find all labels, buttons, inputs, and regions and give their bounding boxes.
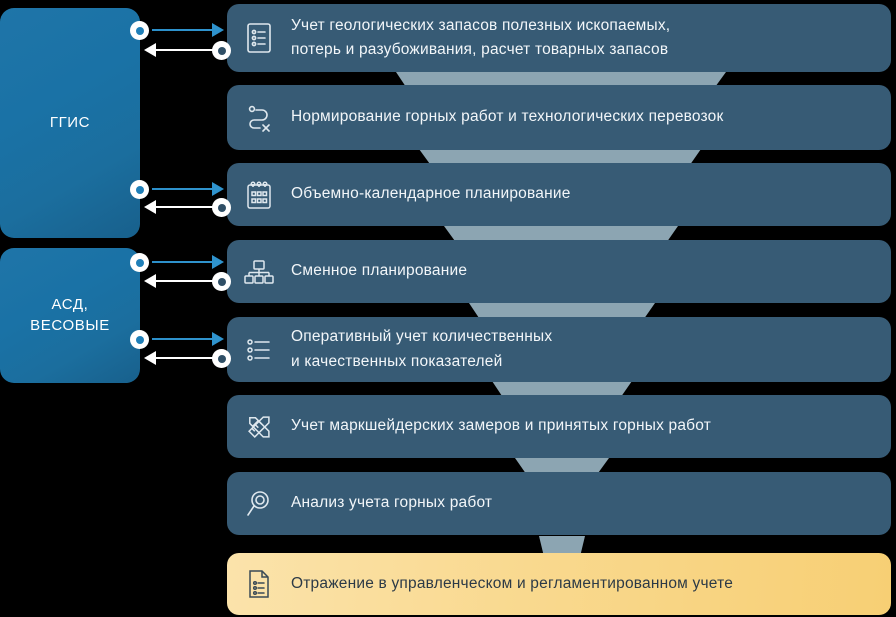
arrow-out-head-3 [144,274,156,288]
ruler-pencil-icon [227,410,291,444]
funnel-row-2-label: Нормирование горных работ и технологичес… [291,108,724,126]
bullet-list-icon [227,335,291,365]
connector-node-source-4[interactable] [130,330,149,349]
connector-node-source-1[interactable] [130,21,149,40]
connector-node-source-2[interactable] [130,180,149,199]
source-panel-asd[interactable]: АСД, ВЕСОВЫЕ [0,248,140,383]
arrow-out-3 [152,280,214,282]
connector-node-target-3[interactable] [212,272,231,291]
calendar-icon [227,179,291,211]
funnel-row-5[interactable]: Оперативный учет количественных и качест… [227,317,891,382]
source-panel-ggis[interactable]: ГГИС [0,8,140,238]
arrow-out-1 [152,49,214,51]
magnifier-icon [227,488,291,520]
arrow-in-1 [152,29,214,31]
arrow-out-head-1 [144,43,156,57]
connector-node-source-3[interactable] [130,253,149,272]
funnel-row-8[interactable]: Отражение в управленческом и регламентир… [227,553,891,615]
funnel-row-1[interactable]: Учет геологических запасов полезных иско… [227,4,891,72]
funnel-row-7-label: Анализ учета горных работ [291,494,493,512]
funnel-row-6-label: Учет маркшейдерских замеров и принятых г… [291,417,712,435]
connector-node-target-2[interactable] [212,198,231,217]
funnel-row-2[interactable]: Нормирование горных работ и технологичес… [227,85,891,150]
document-check-icon [227,568,291,600]
funnel-row-3-label: Объемно-календарное планирование [291,185,571,203]
source-panel-ggis-label: ГГИС [49,113,91,131]
source-panel-asd-label: АСД, ВЕСОВЫЕ [30,296,110,334]
arrow-in-head-1 [212,23,224,37]
arrow-out-head-4 [144,351,156,365]
arrow-in-head-3 [212,255,224,269]
connector-node-target-4[interactable] [212,349,231,368]
arrow-in-3 [152,261,214,263]
funnel-row-4[interactable]: Сменное планирование [227,240,891,303]
clipboard-list-icon [227,21,291,55]
arrow-in-2 [152,188,214,190]
funnel-row-6[interactable]: Учет маркшейдерских замеров и принятых г… [227,395,891,458]
funnel-row-5-label: Оперативный учет количественных и качест… [291,328,553,370]
funnel-row-8-label: Отражение в управленческом и регламентир… [291,574,734,592]
connector-node-target-1[interactable] [212,41,231,60]
arrow-out-4 [152,357,214,359]
route-path-icon [227,102,291,134]
arrow-out-2 [152,206,214,208]
funnel-row-1-label: Учет геологических запасов полезных иско… [291,16,671,58]
funnel-row-7[interactable]: Анализ учета горных работ [227,472,891,535]
arrow-in-4 [152,338,214,340]
funnel-row-3[interactable]: Объемно-календарное планирование [227,163,891,226]
arrow-out-head-2 [144,200,156,214]
funnel-row-4-label: Сменное планирование [291,262,468,280]
arrow-in-head-2 [212,182,224,196]
hierarchy-icon [227,258,291,286]
arrow-in-head-4 [212,332,224,346]
